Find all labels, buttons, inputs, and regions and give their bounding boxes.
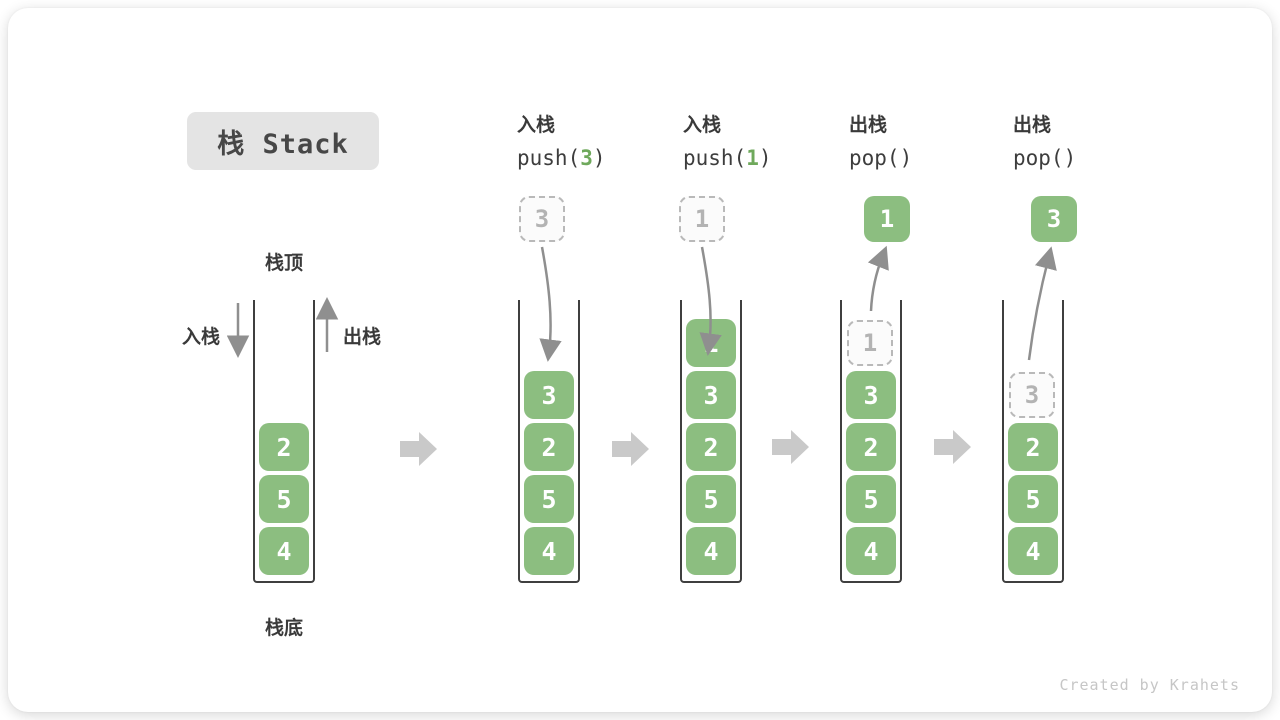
stack-block: 4 bbox=[686, 527, 736, 575]
transition-arrow-3 bbox=[772, 430, 809, 464]
op-cn-label: 出栈 bbox=[1013, 114, 1052, 136]
diagram-title: 栈 Stack bbox=[187, 112, 379, 170]
code-suffix: ) bbox=[899, 146, 913, 170]
code-suffix: ) bbox=[592, 146, 606, 170]
removed-slot-box: 1 bbox=[847, 320, 893, 366]
stack-block: 2 bbox=[524, 423, 574, 471]
removed-slot-box: 3 bbox=[1009, 372, 1055, 418]
op-label-push-3: 入栈 push(3) bbox=[517, 110, 687, 170]
stack-block: 4 bbox=[1008, 527, 1058, 575]
label-stack-bottom: 栈底 bbox=[265, 617, 304, 639]
op-code-label: push(1) bbox=[683, 146, 853, 170]
op-code-label: push(3) bbox=[517, 146, 687, 170]
op-code-label: pop() bbox=[849, 146, 1019, 170]
op-label-pop-2: 出栈 pop() bbox=[1013, 110, 1183, 170]
stack-block: 4 bbox=[524, 527, 574, 575]
transition-arrow-4 bbox=[934, 430, 971, 464]
stack-block: 2 bbox=[846, 423, 896, 471]
label-push-side: 入栈 bbox=[182, 326, 221, 348]
stack-block: 2 bbox=[259, 423, 309, 471]
stack-block: 4 bbox=[846, 527, 896, 575]
code-arg: 3 bbox=[580, 146, 593, 170]
stack-block: 3 bbox=[846, 371, 896, 419]
stack-block: 1 bbox=[686, 319, 736, 367]
stack-block: 3 bbox=[524, 371, 574, 419]
incoming-value-box: 3 bbox=[519, 196, 565, 242]
popped-value-box: 1 bbox=[864, 196, 910, 242]
op-cn-label: 入栈 bbox=[517, 114, 556, 136]
popped-value-box: 3 bbox=[1031, 196, 1077, 242]
stack-block: 2 bbox=[686, 423, 736, 471]
stack-block: 4 bbox=[259, 527, 309, 575]
label-pop-side: 出栈 bbox=[343, 326, 382, 348]
diagram-title-text: 栈 Stack bbox=[217, 128, 349, 160]
stack-block: 2 bbox=[1008, 423, 1058, 471]
code-prefix: push( bbox=[683, 146, 747, 170]
code-suffix: ) bbox=[1063, 146, 1077, 170]
diagram-card: 栈 Stack 入栈 push(3) 入栈 push(1) 出栈 pop() 出… bbox=[8, 8, 1272, 712]
code-prefix: push( bbox=[517, 146, 581, 170]
stack-block: 5 bbox=[259, 475, 309, 523]
stack-block: 5 bbox=[846, 475, 896, 523]
label-stack-top: 栈顶 bbox=[265, 252, 304, 274]
op-label-push-1: 入栈 push(1) bbox=[683, 110, 853, 170]
op-label-pop-1: 出栈 pop() bbox=[849, 110, 1019, 170]
stack-block: 5 bbox=[1008, 475, 1058, 523]
stack-block: 5 bbox=[524, 475, 574, 523]
code-prefix: pop( bbox=[1013, 146, 1064, 170]
watermark: Created by Krahets bbox=[1059, 676, 1240, 694]
stack-block: 3 bbox=[686, 371, 736, 419]
transition-arrow-1 bbox=[400, 432, 437, 466]
op-cn-label: 入栈 bbox=[683, 114, 722, 136]
op-code-label: pop() bbox=[1013, 146, 1183, 170]
transition-arrow-2 bbox=[612, 432, 649, 466]
incoming-value-box: 1 bbox=[679, 196, 725, 242]
code-suffix: ) bbox=[758, 146, 772, 170]
code-arg: 1 bbox=[746, 146, 759, 170]
code-prefix: pop( bbox=[849, 146, 900, 170]
stack-block: 5 bbox=[686, 475, 736, 523]
op-cn-label: 出栈 bbox=[849, 114, 888, 136]
